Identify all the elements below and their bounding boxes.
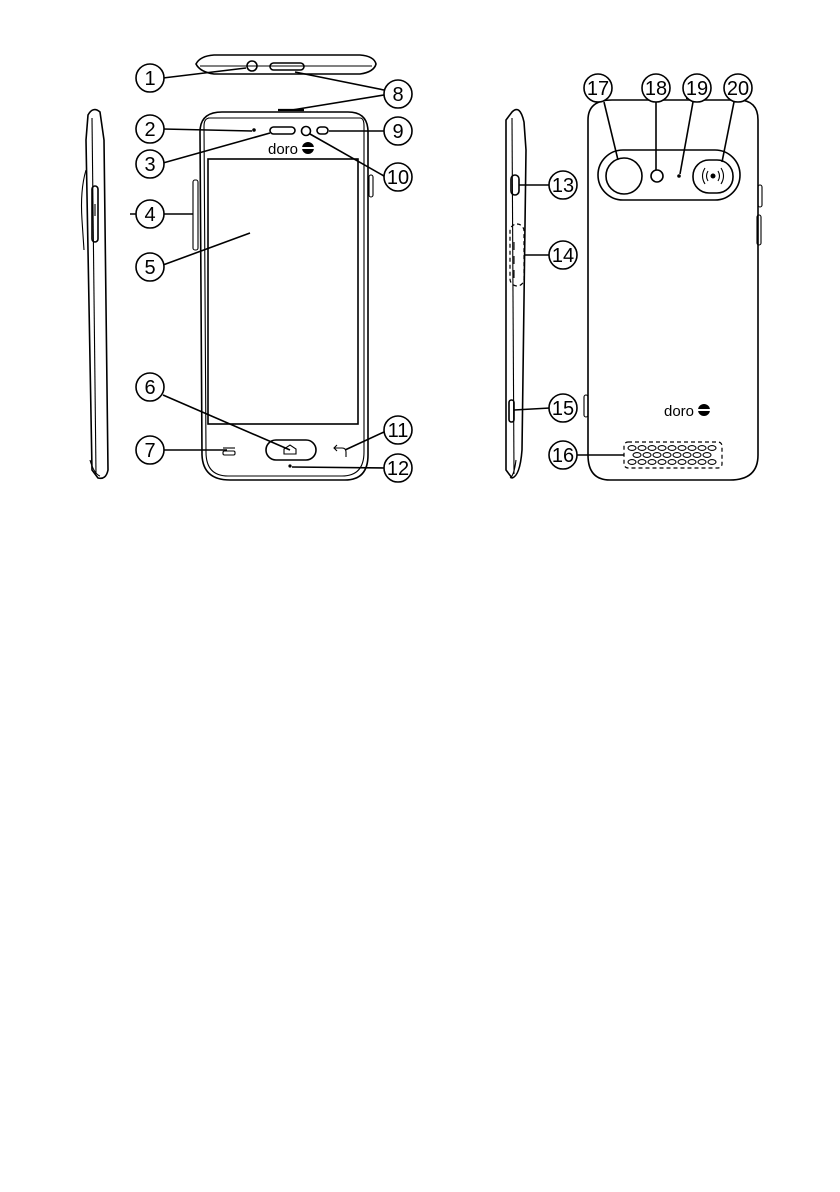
svg-text:8: 8 — [392, 84, 403, 106]
back-logo-text: doro — [664, 403, 694, 420]
svg-text:10: 10 — [387, 167, 409, 189]
speaker-hole — [698, 446, 706, 451]
svg-text:9: 9 — [392, 121, 403, 143]
svg-text:19: 19 — [686, 78, 708, 100]
lanyard-hole — [509, 400, 514, 422]
speaker-hole — [678, 446, 686, 451]
leader-lines — [130, 68, 734, 468]
svg-text:7: 7 — [144, 440, 155, 462]
svg-text:1: 1 — [144, 68, 155, 90]
callout-9: 9 — [384, 117, 412, 145]
flash — [651, 170, 663, 182]
phone-front: doro — [193, 110, 373, 480]
callout-5: 5 — [136, 253, 164, 281]
speaker-grille — [628, 446, 716, 465]
speaker-hole — [673, 453, 681, 458]
svg-text:20: 20 — [727, 78, 749, 100]
svg-text:16: 16 — [552, 445, 574, 467]
speaker-hole — [638, 460, 646, 465]
svg-text:11: 11 — [388, 420, 409, 442]
svg-text:13: 13 — [552, 175, 574, 197]
phone-left-side — [82, 110, 109, 479]
emergency-button-icon — [703, 168, 724, 184]
microphone — [288, 464, 291, 467]
back-arrow-icon — [334, 445, 346, 457]
speaker-hole — [688, 446, 696, 451]
svg-text:4: 4 — [144, 204, 155, 226]
speaker-hole — [703, 453, 711, 458]
svg-text:14: 14 — [552, 245, 574, 267]
rear-camera — [606, 158, 642, 194]
callout-17: 17 — [584, 74, 612, 102]
callout-16: 16 — [549, 441, 577, 469]
speaker-hole — [643, 453, 651, 458]
phone-right-side — [506, 110, 526, 478]
light-sensor — [252, 128, 256, 132]
callout-3: 3 — [136, 150, 164, 178]
speaker-hole — [668, 446, 676, 451]
phone-back: doro — [584, 98, 762, 480]
menu-icon — [223, 448, 235, 455]
callout-6: 6 — [136, 373, 164, 401]
speaker-hole — [678, 460, 686, 465]
svg-text:6: 6 — [144, 377, 155, 399]
doro-logo-icon — [698, 404, 710, 416]
callout-13: 13 — [549, 171, 577, 199]
svg-text:2: 2 — [144, 119, 155, 141]
speaker-hole — [708, 446, 716, 451]
speaker-hole — [708, 460, 716, 465]
speaker-hole — [668, 460, 676, 465]
callout-19: 19 — [683, 74, 711, 102]
svg-text:3: 3 — [144, 154, 155, 176]
doro-logo-icon — [302, 142, 314, 154]
svg-text:18: 18 — [645, 78, 667, 100]
speaker-hole — [698, 460, 706, 465]
callout-15: 15 — [549, 394, 577, 422]
speaker-hole — [683, 453, 691, 458]
callout-2: 2 — [136, 115, 164, 143]
speaker-hole — [658, 460, 666, 465]
svg-text:15: 15 — [552, 398, 574, 420]
callout-11: 11 — [384, 416, 412, 444]
speaker-hole — [628, 446, 636, 451]
earpiece — [270, 127, 295, 134]
speaker-hole — [648, 460, 656, 465]
callout-1: 1 — [136, 64, 164, 92]
speaker-hole — [638, 446, 646, 451]
svg-text:12: 12 — [387, 458, 409, 480]
speaker-hole — [653, 453, 661, 458]
callout-18: 18 — [642, 74, 670, 102]
notification-led — [317, 127, 328, 134]
svg-text:17: 17 — [587, 78, 609, 100]
front-camera — [302, 127, 311, 136]
callout-8: 8 — [384, 80, 412, 108]
callout-4: 4 — [136, 200, 164, 228]
speaker-hole — [633, 453, 641, 458]
rear-microphone — [677, 174, 681, 178]
screen — [208, 159, 358, 424]
speaker-hole — [628, 460, 636, 465]
speaker-hole — [648, 446, 656, 451]
callout-14: 14 — [549, 241, 577, 269]
speaker-hole — [663, 453, 671, 458]
front-logo-text: doro — [268, 141, 298, 158]
callout-12: 12 — [384, 454, 412, 482]
speaker-hole — [693, 453, 701, 458]
callout-10: 10 — [384, 163, 412, 191]
callout-20: 20 — [724, 74, 752, 102]
svg-text:5: 5 — [144, 257, 155, 279]
callout-7: 7 — [136, 436, 164, 464]
speaker-hole — [688, 460, 696, 465]
speaker-hole — [658, 446, 666, 451]
